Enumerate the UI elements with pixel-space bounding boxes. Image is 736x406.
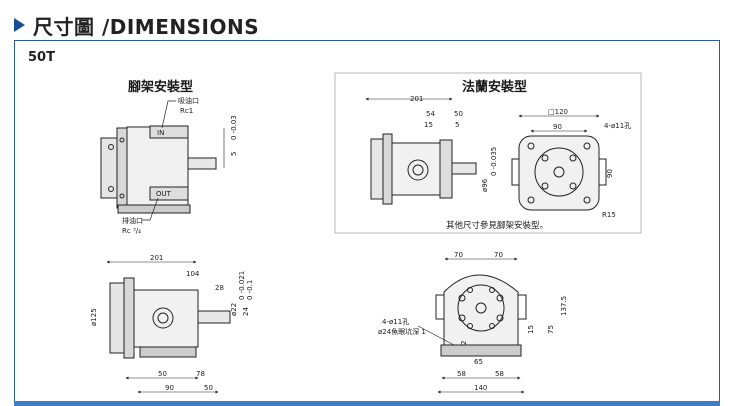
front-dim-28: 28 <box>215 284 224 292</box>
triangle-bullet-icon <box>14 18 25 32</box>
front-dim-90: 90 <box>165 384 174 392</box>
flange-note: 其他尺寸參見腳架安裝型。 <box>446 220 548 231</box>
flange-r15: R15 <box>602 211 616 219</box>
suction-port-label: 吸油口 <box>178 96 199 105</box>
flange-height-90: 90 <box>606 169 614 178</box>
front-dim-24: 24 <box>242 307 250 316</box>
out-mark: OUT <box>156 190 172 198</box>
flange-shaft-dia: ø96 <box>481 178 489 192</box>
key-tolerance: 0 -0.03 <box>230 115 238 140</box>
front-overall-201: 201 <box>150 254 163 262</box>
front-dim-50: 50 <box>158 370 167 378</box>
front-shaft-tol: 0 -0.021 <box>238 271 246 300</box>
side-dim-58b: 58 <box>495 370 504 378</box>
flange-shaft-tol: 0 -0.035 <box>490 147 498 176</box>
front-height-125: ø125 <box>90 308 98 326</box>
section-header: 尺寸圖 /DIMENSIONS <box>14 11 259 39</box>
model-label: 50T <box>28 50 55 65</box>
front-shaft-dia: ø22 <box>230 303 238 316</box>
foot-mount-pump-drawing <box>100 125 217 214</box>
side-counterbore: ø24魚眼坑深 1 <box>378 327 426 336</box>
side-dim-65: 65 <box>474 358 483 366</box>
flange-front-drawing <box>511 135 607 211</box>
side-dim-70a: 70 <box>454 251 463 259</box>
panel-bottom-bar <box>14 401 720 406</box>
front-dim-50b: 50 <box>204 384 213 392</box>
flange-overall-201: 201 <box>410 95 423 103</box>
flange-mount-caption: 法蘭安裝型 <box>462 79 527 95</box>
suction-port-thread: Rc1 <box>180 107 193 115</box>
flange-dim-15: 15 <box>424 121 433 129</box>
front-view-drawing <box>109 277 231 359</box>
flange-width-90: 90 <box>553 123 562 131</box>
flange-side-drawing <box>370 133 477 205</box>
front-dim-104: 104 <box>186 270 200 278</box>
flange-dim-5: 5 <box>455 121 459 129</box>
side-view-drawing <box>435 274 527 357</box>
side-dim-15: 15 <box>527 325 535 334</box>
discharge-port-label: 排油口 <box>122 216 143 225</box>
side-dim-140: 140 <box>474 384 487 392</box>
flange-holes: 4-ø11孔 <box>604 122 631 130</box>
key-width: 5 <box>230 152 238 156</box>
flange-dim-50: 50 <box>454 110 463 118</box>
in-mark: IN <box>157 129 164 137</box>
foot-mount-caption: 腳架安裝型 <box>128 79 193 95</box>
front-dim-24-tol: 0 -0.1 <box>246 280 254 300</box>
flange-dim-54: 54 <box>426 110 435 118</box>
side-height-137: 137.5 <box>560 296 568 316</box>
flange-frame <box>334 72 642 234</box>
side-dim-58a: 58 <box>457 370 466 378</box>
side-dim-75: 75 <box>547 325 555 334</box>
section-title: 尺寸圖 /DIMENSIONS <box>33 14 260 39</box>
side-dim-70b: 70 <box>494 251 503 259</box>
flange-square-120: □120 <box>548 108 568 116</box>
front-dim-78: 78 <box>196 370 205 378</box>
side-holes: 4-ø11孔 <box>382 318 409 326</box>
side-dim-2: 2 <box>460 341 468 345</box>
discharge-port-thread: Rc ³/₄ <box>122 227 141 235</box>
